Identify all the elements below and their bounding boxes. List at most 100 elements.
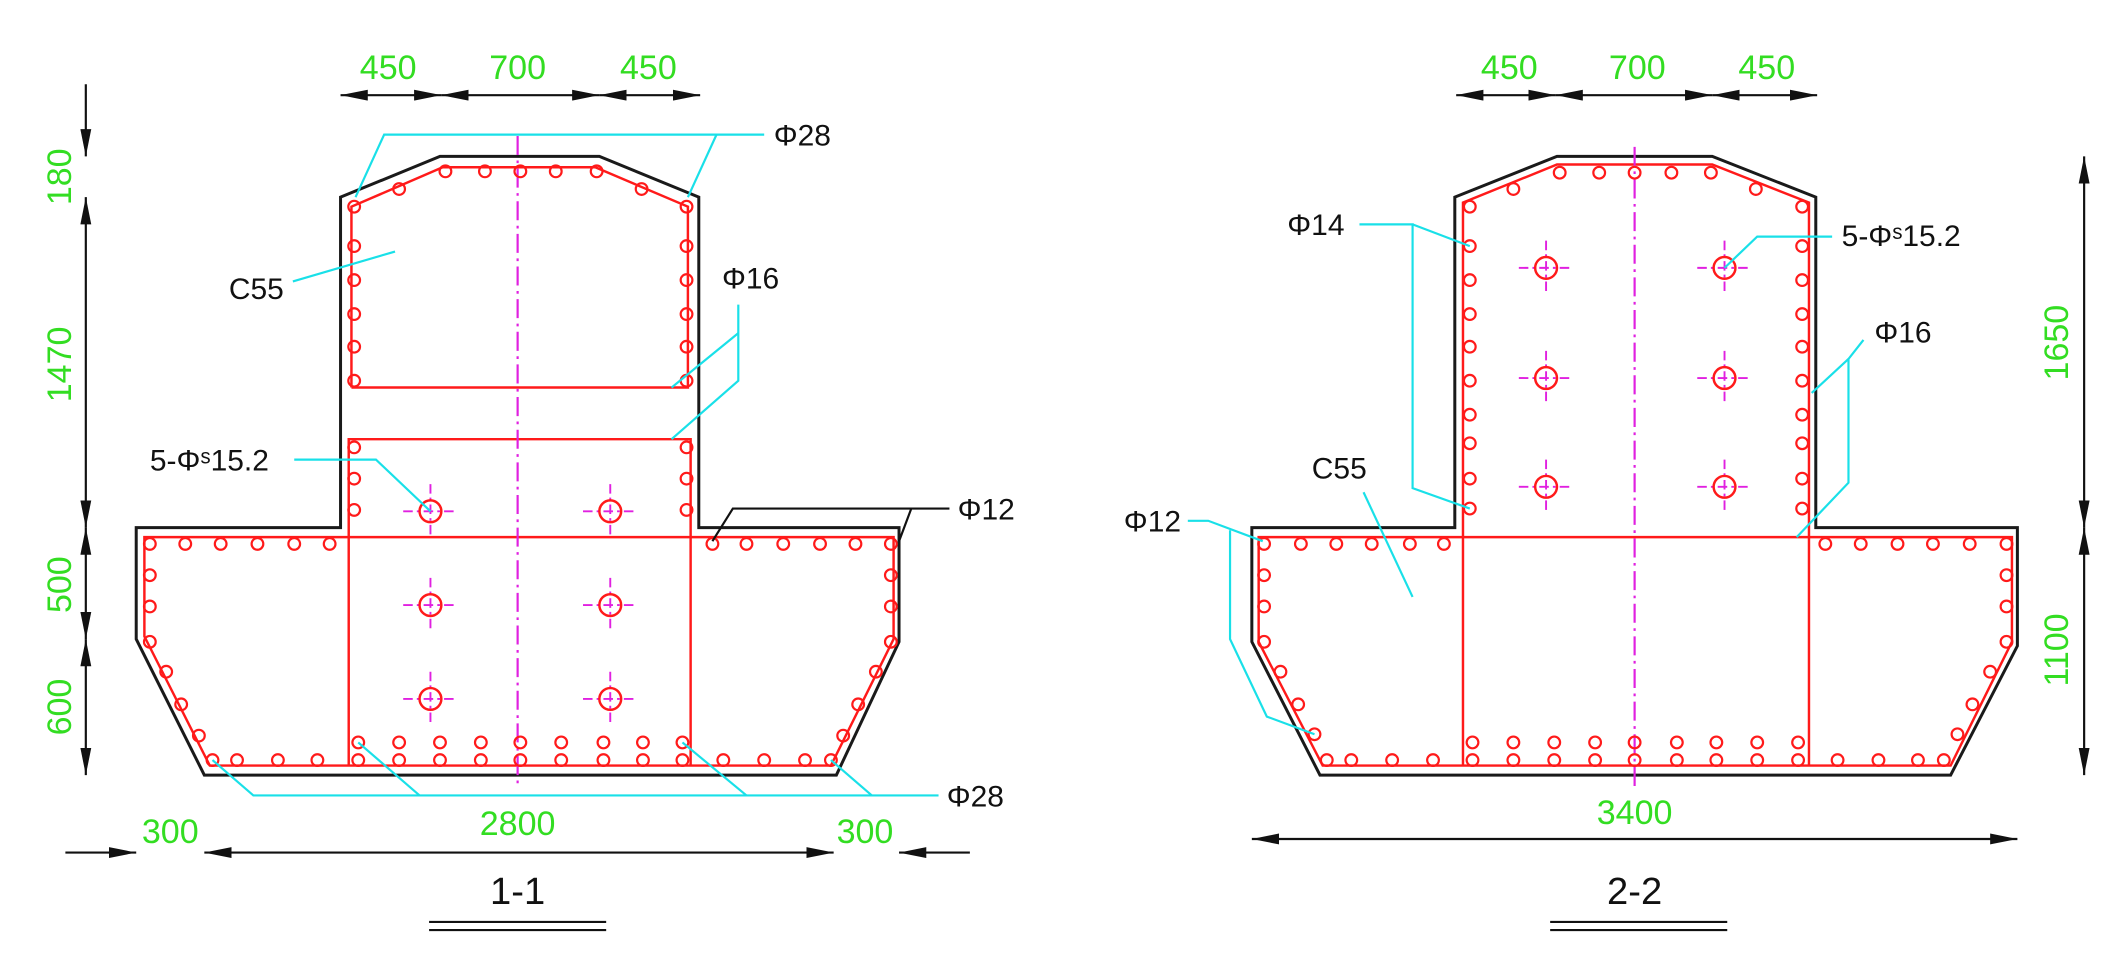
rebar-circle [159, 664, 174, 679]
rebar-circle [1293, 536, 1308, 551]
rebar-circle [1795, 239, 1810, 254]
rebar-circle [1402, 536, 1417, 551]
rebar-circle [322, 536, 337, 551]
rebar-circle [392, 182, 407, 196]
rebar-circle [883, 599, 898, 614]
dim-right-1650: 1650 [2038, 305, 2076, 381]
rebar-circle [1592, 165, 1607, 180]
rebar-circle [1462, 307, 1477, 322]
rebar-circle [716, 753, 731, 768]
rebar-circle [351, 753, 366, 768]
strand-circle [418, 499, 443, 524]
rebar-circle [1462, 373, 1477, 388]
leader-phi12-b [711, 507, 912, 542]
rebar-circle [1936, 753, 1951, 768]
rebar-circle [438, 164, 453, 179]
rebar-circle [347, 239, 362, 254]
rebar-circle [679, 307, 694, 322]
rebar-circle [1462, 339, 1477, 354]
rebar-circle [1627, 165, 1642, 180]
dim-right-1100: 1100 [2038, 613, 2076, 686]
section-2-outline [1250, 154, 2019, 777]
rebar-circle [739, 536, 754, 551]
rebar-circle [1547, 735, 1562, 750]
rebar-circle [1462, 407, 1477, 422]
section-2-title: 2-2 [1607, 871, 1662, 913]
label-phi14: Φ14 [1287, 209, 1344, 242]
strand-circle [418, 686, 443, 712]
rebar-circle [1795, 307, 1810, 322]
rebar-circle [1890, 536, 1905, 551]
rebar-circle [705, 536, 720, 551]
rebar-circle [1999, 599, 2014, 614]
rebar-circle [1506, 182, 1521, 196]
strand-circle [598, 499, 623, 524]
label-phi12-2: Φ12 [1124, 506, 1181, 539]
rebar-circle [347, 339, 362, 354]
rebar-circle [347, 307, 362, 322]
leader-bottom-phi28-b [357, 741, 421, 797]
label-top-phi28: Φ28 [774, 120, 831, 153]
dim-top-450-left: 450 [1481, 49, 1538, 87]
strand-circle [598, 686, 623, 712]
leader-phi12-2 [1187, 519, 1264, 543]
rebar-circle [1795, 273, 1810, 288]
rebar-circle [1999, 568, 2014, 583]
rebar-circle [433, 735, 447, 750]
leader-top-phi28-b [686, 134, 718, 198]
strand-circle [1533, 365, 1559, 391]
leader-phi12 [898, 507, 950, 542]
rebar-circle [1795, 501, 1810, 516]
section-1-strands [403, 484, 638, 727]
rebar-circle [1465, 735, 1480, 750]
rebar-circle [1795, 199, 1810, 214]
rebar-circle [347, 273, 362, 288]
dim-bottom-300-right: 300 [837, 813, 894, 851]
rebar-circle [513, 735, 528, 750]
rebar-circle [310, 753, 325, 768]
section-1-1: Φ28 C55 Φ16 5-Φˢ15.2 Φ12 Φ28 450 700 450 [41, 49, 1015, 932]
rebar-circle [596, 753, 611, 768]
rebar-circle [636, 753, 650, 768]
rebar-circle [142, 599, 157, 614]
rebar-circle [477, 164, 492, 179]
rebar-circle [1664, 165, 1679, 180]
rebar-circle [1791, 753, 1806, 768]
strand-circle [1712, 474, 1737, 499]
leader-phi16-b [670, 332, 739, 389]
rebar-circle [554, 735, 569, 750]
rebar-circle [679, 471, 694, 486]
rebar-circle [1344, 753, 1359, 768]
dim-left-500: 500 [41, 556, 79, 613]
rebar-circle [1703, 165, 1718, 180]
strand-circle [598, 592, 623, 618]
rebar-circle [205, 753, 220, 768]
rebar-circle [1871, 753, 1886, 768]
rebar-circle [287, 536, 302, 551]
label-phi12: Φ12 [958, 493, 1015, 526]
rebar-circle [1462, 273, 1477, 288]
leader-phi16 [670, 304, 740, 441]
rebar-circle [178, 536, 193, 551]
rebar-circle [548, 164, 563, 179]
dim-top-700: 700 [489, 49, 546, 87]
rebar-circle [679, 273, 694, 288]
leader-bottom-phi28-c [681, 741, 748, 797]
rebar-circle [392, 735, 407, 750]
rebar-circle [679, 502, 694, 517]
rebar-circle [1506, 753, 1521, 768]
rebar-circle [836, 728, 851, 743]
rebar-circle [1385, 753, 1400, 768]
leader-phi16-2 [1795, 339, 1865, 538]
label-c55: C55 [229, 273, 284, 306]
rebar-circle [675, 735, 690, 750]
dim-top-450-left: 450 [360, 49, 417, 87]
dim-left-180: 180 [41, 148, 79, 205]
section-2-strands [1518, 240, 1752, 514]
rebar-circle [679, 199, 694, 214]
section-1-flange-stirrup [143, 535, 895, 767]
rebar-circle [1462, 501, 1477, 516]
rebar-circle [823, 753, 838, 768]
rebar-circle [634, 182, 649, 196]
rebar-circle [1552, 165, 1567, 180]
